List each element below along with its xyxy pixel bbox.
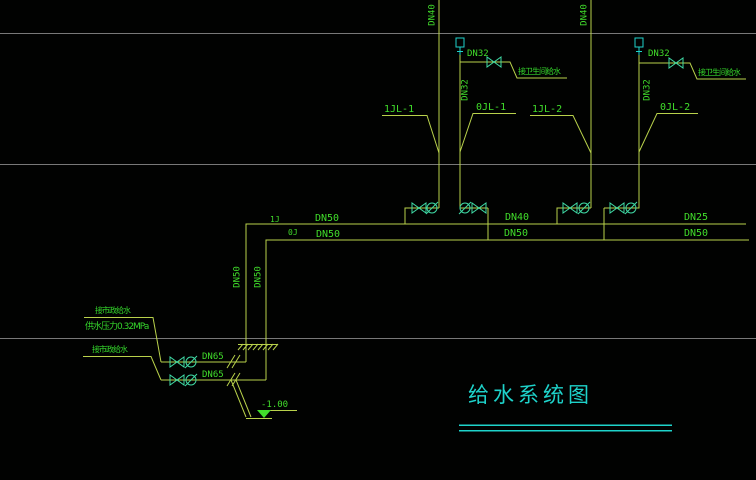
ground-hatch xyxy=(237,343,279,351)
label-to-bathroom-right: 接卫生间给水 xyxy=(698,68,741,77)
label-municipal-inlet-bottom: 接市政给水 xyxy=(92,345,128,354)
pipes xyxy=(161,0,749,381)
label-inlet-dn65-top: DN65 xyxy=(202,352,224,362)
floor-lines xyxy=(0,33,756,339)
pipe-break-icons xyxy=(226,354,241,387)
label-main-tag-1j: 1J xyxy=(270,215,280,224)
label-lower-main-dn50b: DN50 xyxy=(504,228,529,239)
elevation-marker xyxy=(230,379,297,419)
label-dn32-branch-right: DN32 xyxy=(648,49,670,59)
label-elevation: -1.00 xyxy=(261,400,289,410)
diagram-title: 给水系统图 xyxy=(468,383,593,407)
label-lower-main-dn50a: DN50 xyxy=(316,229,341,240)
label-upper-main-dn40: DN40 xyxy=(505,212,530,223)
valve-icons xyxy=(169,56,684,386)
label-lower-main-dn50c: DN50 xyxy=(684,228,709,239)
air-vent-icons xyxy=(455,37,644,55)
label-riser-1jl1: 1JL-1 xyxy=(384,104,415,115)
water-meter-icons xyxy=(184,201,638,387)
label-riser-dn50-right: DN50 xyxy=(253,266,264,288)
label-upper-main-dn25: DN25 xyxy=(684,212,709,223)
label-inlet-dn65-bottom: DN65 xyxy=(202,370,224,380)
label-dn32-branch-left: DN32 xyxy=(467,49,489,59)
label-main-tag-0j: 0J xyxy=(288,228,298,237)
label-upper-main-dn50: DN50 xyxy=(315,213,340,224)
label-to-bathroom-left: 接卫生间给水 xyxy=(518,67,561,76)
label-riser-dn50-left: DN50 xyxy=(232,266,243,288)
label-riser-0jl1: 0JL-1 xyxy=(476,102,507,113)
label-municipal-inlet-top: 接市政给水 xyxy=(95,306,131,315)
label-dn32-riser-left: DN32 xyxy=(460,79,471,101)
label-riser-0jl2: 0JL-2 xyxy=(660,102,691,113)
label-dn40-right: DN40 xyxy=(579,4,590,26)
label-supply-pressure: 供水压力0.32MPa xyxy=(85,322,149,332)
label-dn40-left: DN40 xyxy=(427,4,438,26)
leader-lines xyxy=(83,113,698,381)
label-dn32-riser-right: DN32 xyxy=(642,79,653,101)
title-underline xyxy=(459,424,672,432)
label-riser-1jl2: 1JL-2 xyxy=(532,104,563,115)
